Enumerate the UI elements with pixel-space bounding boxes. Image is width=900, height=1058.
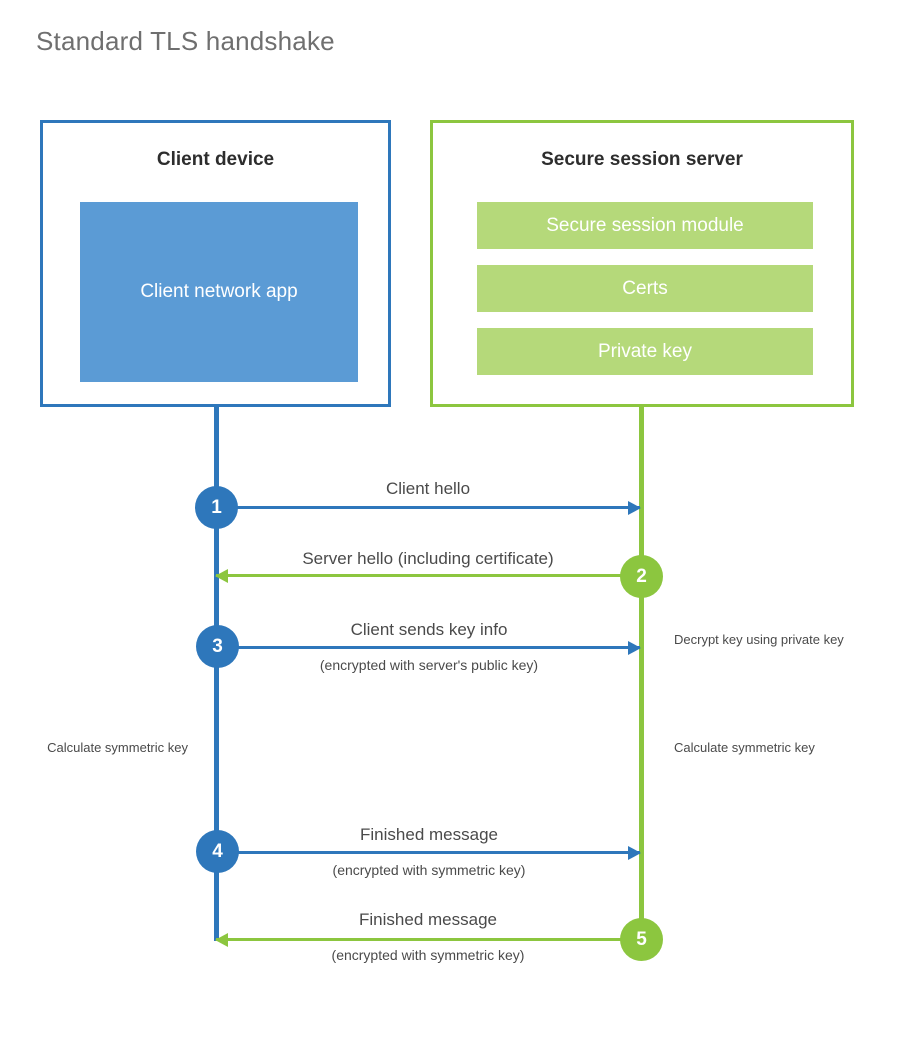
client-device-box: Client device Client network app: [40, 120, 391, 407]
arrow-step-5: [215, 932, 640, 947]
arrow-step-1: [216, 500, 641, 515]
step-circle-3: 3: [196, 625, 239, 668]
note-client-calculate-symmetric-key: Calculate symmetric key: [47, 740, 188, 755]
message-sublabel-step-4: (encrypted with symmetric key): [332, 862, 526, 878]
server-block-certs: Certs: [477, 265, 813, 312]
message-label-step-2: Server hello (including certificate): [302, 549, 554, 568]
client-lifeline: [214, 406, 219, 941]
server-block-private-key: Private key: [477, 328, 813, 375]
arrow-head-right-icon: [628, 500, 641, 515]
arrow-step-2: [215, 568, 640, 583]
page-title: Standard TLS handshake: [36, 26, 335, 56]
client-network-app-block: Client network app: [80, 202, 358, 382]
step-circle-2: 2: [620, 555, 663, 598]
step-circle-1: 1: [195, 486, 238, 529]
note-server-calculate-symmetric-key: Calculate symmetric key: [674, 740, 815, 755]
server-lifeline: [639, 406, 644, 939]
arrow-head-left-icon: [215, 568, 228, 583]
message-sublabel-step-5: (encrypted with symmetric key): [331, 947, 525, 963]
secure-session-server-box: Secure session server Secure session mod…: [430, 120, 854, 407]
secure-session-server-title: Secure session server: [541, 149, 743, 170]
arrow-head-right-icon: [628, 845, 641, 860]
message-label-step-1: Client hello: [385, 479, 471, 498]
client-device-title: Client device: [156, 149, 275, 170]
server-block-secure-session-module: Secure session module: [477, 202, 813, 249]
step-circle-4: 4: [196, 830, 239, 873]
arrow-head-right-icon: [628, 640, 641, 655]
message-label-step-3: Client sends key info: [350, 620, 508, 639]
arrow-step-4: [218, 845, 641, 860]
message-sublabel-step-3: (encrypted with server's public key): [319, 657, 539, 673]
note-server-decrypt-key: Decrypt key using private key: [674, 632, 844, 647]
arrow-step-3: [218, 640, 641, 655]
message-label-step-4: Finished message: [360, 825, 498, 844]
arrow-head-left-icon: [215, 932, 228, 947]
message-label-step-5: Finished message: [359, 910, 497, 929]
step-circle-5: 5: [620, 918, 663, 961]
